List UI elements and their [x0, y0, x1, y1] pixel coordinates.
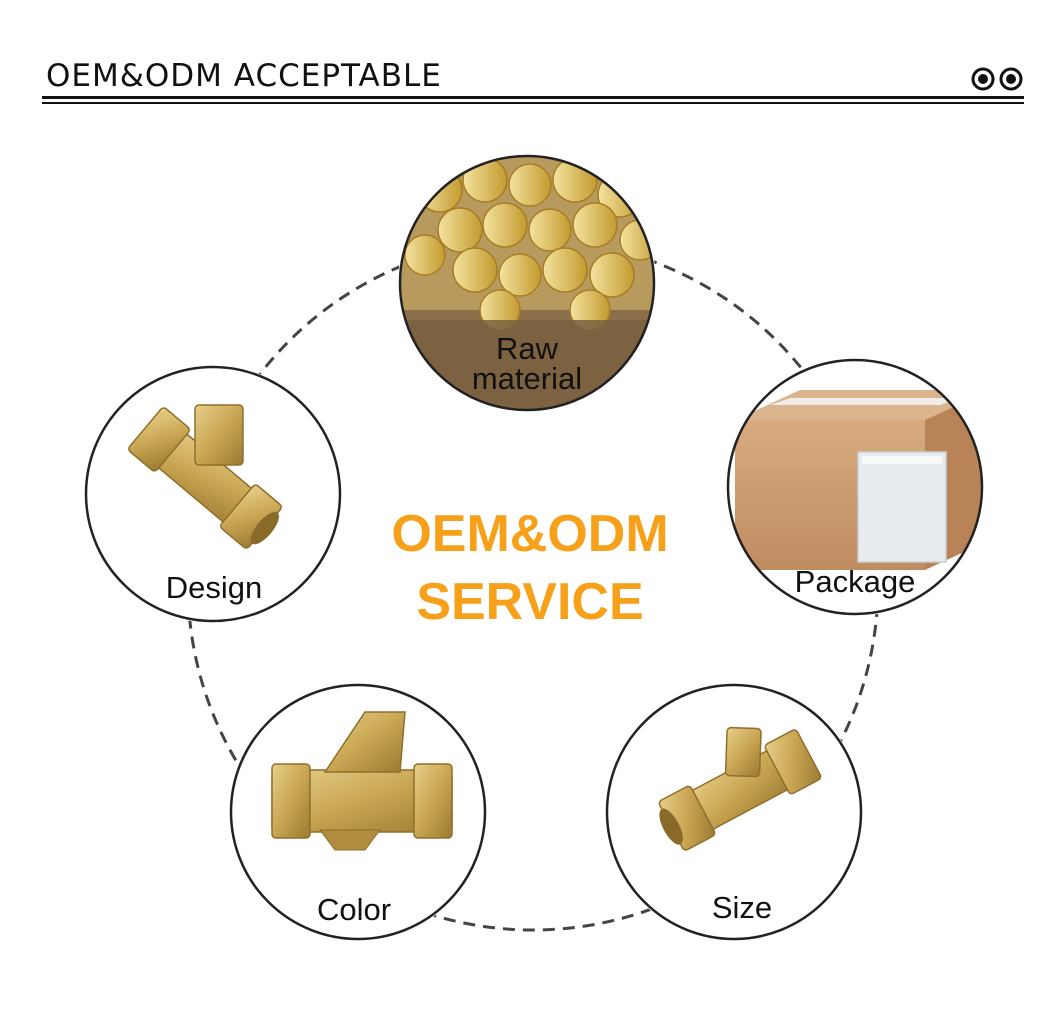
raw-material-label-line2: material — [472, 361, 582, 396]
brass-y-strainer-photo — [271, 711, 453, 851]
page-title: OEM&ODM ACCEPTABLE — [46, 58, 442, 94]
center-title-line2: SERVICE — [416, 573, 644, 631]
raw-material-label-line1: Raw — [496, 331, 559, 366]
design-label: Design — [166, 570, 263, 605]
page-header: OEM&ODM ACCEPTABLE — [42, 52, 1024, 104]
package-label: Package — [795, 564, 916, 599]
carton-box-and-bag-photo — [735, 390, 982, 570]
size-node — [605, 683, 863, 941]
header-rule-thin — [42, 102, 1024, 104]
package-node — [726, 358, 984, 616]
color-label: Color — [317, 892, 391, 927]
size-label: Size — [712, 890, 772, 925]
brass-y-strainer-photo — [658, 726, 822, 851]
design-node — [84, 365, 342, 623]
color-node — [229, 683, 487, 941]
center-title: OEM&ODM SERVICE — [330, 500, 730, 636]
double-ring-icon — [971, 67, 1023, 91]
header-rule-thick — [42, 96, 1024, 99]
center-title-line1: OEM&ODM — [391, 505, 669, 563]
brass-y-strainer-photo — [128, 404, 282, 549]
